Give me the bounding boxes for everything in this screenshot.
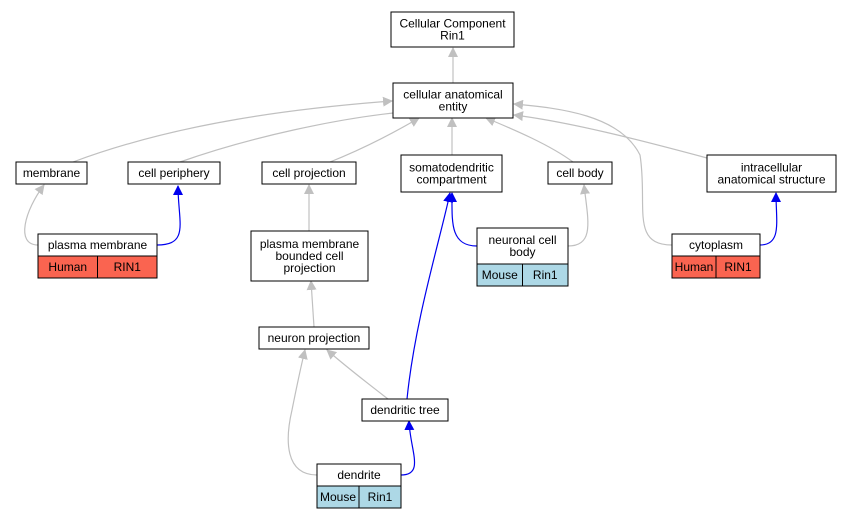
node-membrane[interactable]: membrane xyxy=(15,161,88,185)
node-label: cell periphery xyxy=(138,166,209,180)
edge-plasma-to-membrane xyxy=(24,184,45,246)
edge-periphery-to-cae xyxy=(179,107,404,163)
node-label: plasma membrane xyxy=(48,238,148,252)
node-box xyxy=(547,161,613,185)
edge-dendrite-to-dtree xyxy=(400,420,416,476)
node-label: body xyxy=(509,245,535,259)
annotation-tag-label: Human xyxy=(675,260,714,274)
node-label: neuronal cell xyxy=(488,233,556,247)
node-label: projection xyxy=(283,261,335,275)
edge-ncb-to-somato xyxy=(446,192,478,247)
edge-dtree-to-neuronproj xyxy=(326,349,389,400)
node-periphery[interactable]: cell periphery xyxy=(127,161,221,185)
annotation-tag-label: Mouse xyxy=(320,490,356,504)
edge-ncb-to-cellbody xyxy=(567,184,590,247)
node-label: somatodendritic xyxy=(409,161,494,175)
annotation-tag-label: Mouse xyxy=(482,268,518,282)
annotation-tag-label: Rin1 xyxy=(368,490,393,504)
edge-dtree-to-somato xyxy=(406,192,454,400)
node-label: cytoplasm xyxy=(689,238,743,252)
node-label: membrane xyxy=(23,166,81,180)
node-box xyxy=(261,161,357,185)
node-box xyxy=(400,154,503,193)
node-label: bounded cell xyxy=(275,249,343,263)
edges-layer xyxy=(24,47,782,476)
edge-neuronproj-to-pmbcp xyxy=(306,280,317,328)
node-box xyxy=(250,230,369,282)
annotation-tag-label: RIN1 xyxy=(724,260,752,274)
annotation-tag-label: RIN1 xyxy=(114,260,142,274)
node-label: dendritic tree xyxy=(370,403,440,417)
node-box xyxy=(127,161,221,185)
node-label: cellular anatomical xyxy=(403,88,502,102)
node-label: entity xyxy=(439,100,468,114)
node-label: cell projection xyxy=(272,166,345,180)
annotation-tag xyxy=(522,263,569,287)
edge-cytoplasm-to-cae xyxy=(513,99,673,246)
node-label: plasma membrane xyxy=(260,237,360,251)
node-label: anatomical structure xyxy=(717,173,825,187)
annotation-tag-label: Human xyxy=(48,260,87,274)
node-box xyxy=(706,154,837,193)
annotation-tag xyxy=(97,255,158,279)
edge-plasma-to-periphery xyxy=(156,185,184,246)
annotation-tag-label: Rin1 xyxy=(533,268,558,282)
node-label: intracellular xyxy=(741,161,802,175)
node-label: neuron projection xyxy=(268,331,361,345)
node-box xyxy=(392,82,514,119)
edge-cellbody-to-cae xyxy=(485,116,574,163)
edge-projection-to-cae xyxy=(329,117,420,163)
node-box xyxy=(476,227,569,265)
edge-intracell-to-cae xyxy=(513,111,708,159)
node-neuronproj[interactable]: neuron projection xyxy=(258,326,370,350)
node-label: cell body xyxy=(556,166,603,180)
node-label: dendrite xyxy=(337,468,381,482)
annotation-tag xyxy=(358,485,402,509)
node-box xyxy=(390,11,515,48)
node-cellbody[interactable]: cell body xyxy=(547,161,613,185)
node-label: compartment xyxy=(416,173,487,187)
edge-membrane-to-cae xyxy=(72,96,393,163)
node-projection[interactable]: cell projection xyxy=(261,161,357,185)
annotation-tag xyxy=(715,255,761,279)
edge-dendrite-to-neuronproj xyxy=(287,349,318,476)
node-box xyxy=(15,161,88,185)
node-dtree[interactable]: dendritic tree xyxy=(361,398,449,422)
edge-cytoplasm-to-intracell xyxy=(759,192,782,246)
node-box xyxy=(258,326,370,350)
node-box xyxy=(361,398,449,422)
node-label: Cellular Component xyxy=(399,17,506,31)
node-label: Rin1 xyxy=(440,29,465,43)
